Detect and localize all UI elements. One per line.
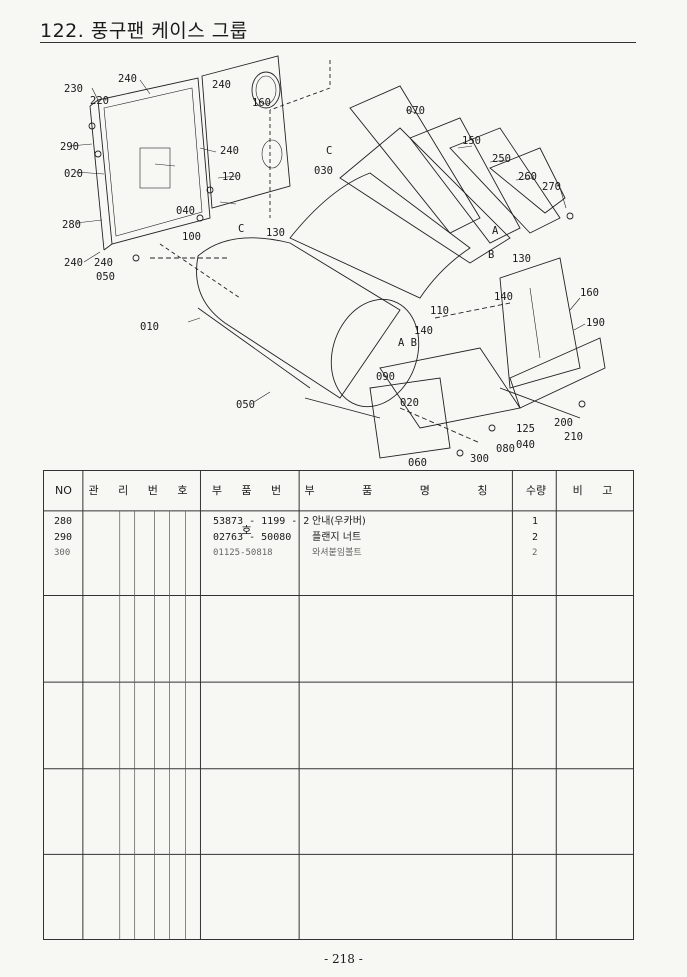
exploded-view-drawing: 230 220 240 240 160 290 240 020 120 040 … (60, 55, 606, 469)
row-part-name: 플랜지 너트 (312, 532, 362, 543)
label-290: 290 (60, 141, 79, 153)
label-090: 090 (376, 371, 395, 383)
label-280: 280 (62, 219, 81, 231)
label-240: 240 (94, 257, 113, 269)
label-240: 240 (64, 257, 83, 269)
row-no: 280 (54, 516, 73, 527)
label-130: 130 (512, 253, 531, 265)
label-260: 260 (518, 171, 537, 183)
label-B: B (488, 249, 494, 261)
label-240: 240 (118, 73, 137, 85)
parts-diagram: 230 220 240 240 160 290 240 020 120 040 … (40, 48, 640, 470)
label-050: 050 (236, 399, 255, 411)
header-mgmt-no: 관 리 번 호 (88, 484, 196, 497)
label-040: 040 (516, 439, 535, 451)
label-140: 140 (414, 325, 433, 337)
label-125: 125 (516, 423, 535, 435)
label-010: 010 (140, 321, 159, 333)
rear-ring-shape (251, 71, 281, 109)
title-underline (40, 42, 636, 43)
label-050: 050 (96, 271, 115, 283)
label-240: 240 (220, 145, 239, 157)
page-number: - 218 - (324, 952, 363, 966)
label-070: 070 (406, 105, 425, 117)
parts-table: NO 관 리 번 호 부 품 번 호 부 품 명 칭 수량 비 고 280 53… (43, 470, 634, 940)
label-030: 030 (314, 165, 333, 177)
row-part-no: 02763 - 50080 (213, 532, 292, 543)
label-040: 040 (176, 205, 195, 217)
label-220: 220 (90, 95, 109, 107)
label-A-B: A B (398, 337, 417, 349)
row-part-name: 와셔붙임볼트 (312, 548, 362, 558)
drum-shape (196, 237, 401, 399)
row-no: 300 (54, 548, 71, 558)
label-150: 150 (462, 135, 481, 147)
label-020: 020 (400, 397, 419, 409)
header-part-no: 부 품 번 호 (211, 484, 290, 537)
header-no: NO (55, 484, 72, 497)
label-020: 020 (64, 168, 83, 180)
row-part-no: 01125-50818 (213, 548, 273, 558)
header-remarks: 비 고 (572, 484, 621, 497)
label-140: 140 (494, 291, 513, 303)
label-120: 120 (222, 171, 241, 183)
row-part-name: 안내(우카버) (312, 516, 366, 527)
label-080: 080 (496, 443, 515, 455)
label-C: C (238, 223, 244, 235)
side-panel-shape (97, 77, 211, 245)
row-no: 290 (54, 532, 73, 543)
row-qty: 2 (532, 532, 539, 543)
label-130: 130 (266, 227, 285, 239)
label-270: 270 (542, 181, 561, 193)
page-title: 122. 풍구팬 케이스 그룹 (40, 20, 248, 42)
row-part-no: 53873 - 1199 - 2 (213, 516, 310, 527)
label-160: 160 (580, 287, 599, 299)
label-240: 240 (212, 79, 231, 91)
label-160: 160 (252, 97, 271, 109)
table-grid (44, 471, 633, 939)
label-200: 200 (554, 417, 573, 429)
label-300: 300 (470, 453, 489, 465)
label-110: 110 (430, 305, 449, 317)
row-qty: 2 (532, 548, 538, 558)
label-230: 230 (64, 83, 83, 95)
label-250: 250 (492, 153, 511, 165)
label-A: A (492, 225, 499, 237)
label-100: 100 (182, 231, 201, 243)
label-210: 210 (564, 431, 583, 443)
label-060: 060 (408, 457, 427, 469)
label-C: C (326, 145, 332, 157)
label-190: 190 (586, 317, 605, 329)
header-part-name: 부 품 명 칭 (304, 484, 510, 497)
row-qty: 1 (532, 516, 539, 527)
header-qty: 수량 (525, 484, 547, 497)
